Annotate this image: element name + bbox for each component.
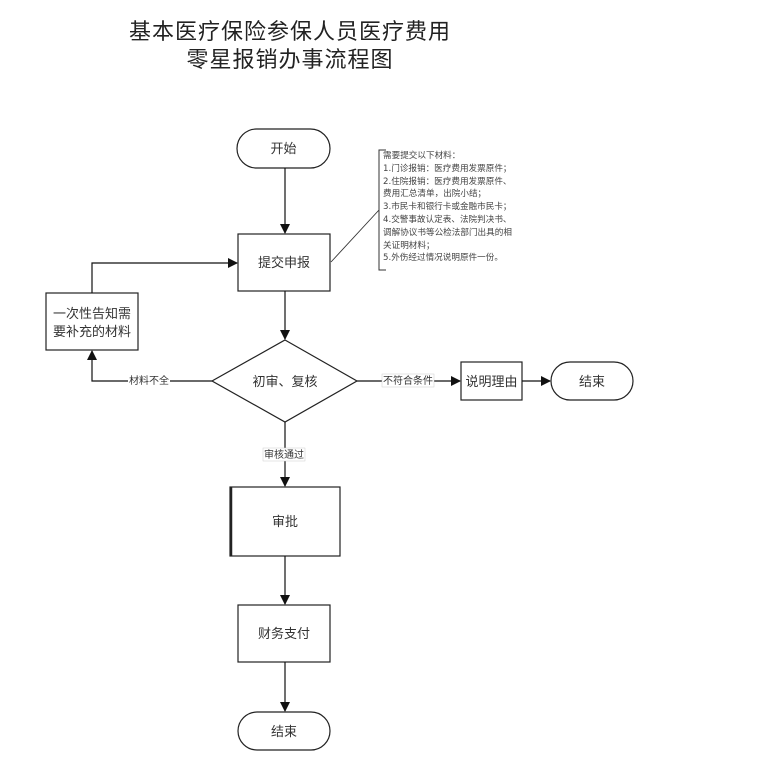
edge-notify-submit xyxy=(91,258,238,293)
review-label: 初审、复核 xyxy=(252,375,317,390)
note-line: 1.门诊报销：医疗费用发票原件； xyxy=(383,163,512,174)
start-node: 开始 xyxy=(236,128,331,169)
note-line: 调解协议书等公检法部门出具的相 xyxy=(383,227,512,238)
notify-node: 一次性告知需 要补充的材料 xyxy=(45,292,139,351)
approve-label: 审批 xyxy=(272,515,298,530)
review-node: 初审、复核 xyxy=(210,339,359,423)
explain-label: 说明理由 xyxy=(465,375,517,390)
title-line-2: 零星报销办事流程图 xyxy=(186,48,394,73)
submit-node: 提交申报 xyxy=(237,233,331,292)
label-bg xyxy=(262,447,306,462)
label-bg xyxy=(128,374,170,387)
notify-label-1: 一次性告知需 xyxy=(53,306,131,322)
edge-label-not-eligible: 不符合条件 xyxy=(383,374,433,387)
edge-label-incomplete: 材料不全 xyxy=(129,374,169,387)
note-bracket xyxy=(378,149,386,271)
label-bg xyxy=(381,373,435,388)
note-line: 需要提交以下材料： xyxy=(383,151,461,161)
submit-label: 提交申报 xyxy=(258,255,310,271)
note-line: 3.市民卡和银行卡或金融市民卡； xyxy=(383,202,512,213)
note-line: 5.外伤经过情况说明原件一份。 xyxy=(383,253,503,264)
end-right-label: 结束 xyxy=(579,375,605,390)
explain-node: 说明理由 xyxy=(460,361,523,401)
end-bottom-label: 结束 xyxy=(271,725,297,740)
note-line: 2.住院报销：医疗费用发票原件、 xyxy=(383,176,512,187)
note-line: 4.交警事故认定表、法院判决书、 xyxy=(383,214,512,225)
edge-label-passed: 审核通过 xyxy=(264,448,304,461)
start-label: 开始 xyxy=(270,142,296,157)
approve-node: 审批 xyxy=(229,486,341,557)
end-node-bottom: 结束 xyxy=(237,711,331,751)
pay-label: 财务支付 xyxy=(258,626,310,642)
title-line-1: 基本医疗保险参保人员医疗费用 xyxy=(128,20,451,45)
end-node-right: 结束 xyxy=(550,361,634,401)
note-line: 关证明材料； xyxy=(383,240,435,251)
materials-note: 需要提交以下材料： 1.门诊报销：医疗费用发票原件； 2.住院报销：医疗费用发票… xyxy=(383,150,543,265)
edge-review-notify xyxy=(87,350,212,382)
pay-node: 财务支付 xyxy=(237,604,331,663)
note-connector xyxy=(330,209,380,263)
note-line: 费用汇总清单，出院小结； xyxy=(383,189,487,200)
notify-label-2: 要补充的材料 xyxy=(53,324,131,340)
